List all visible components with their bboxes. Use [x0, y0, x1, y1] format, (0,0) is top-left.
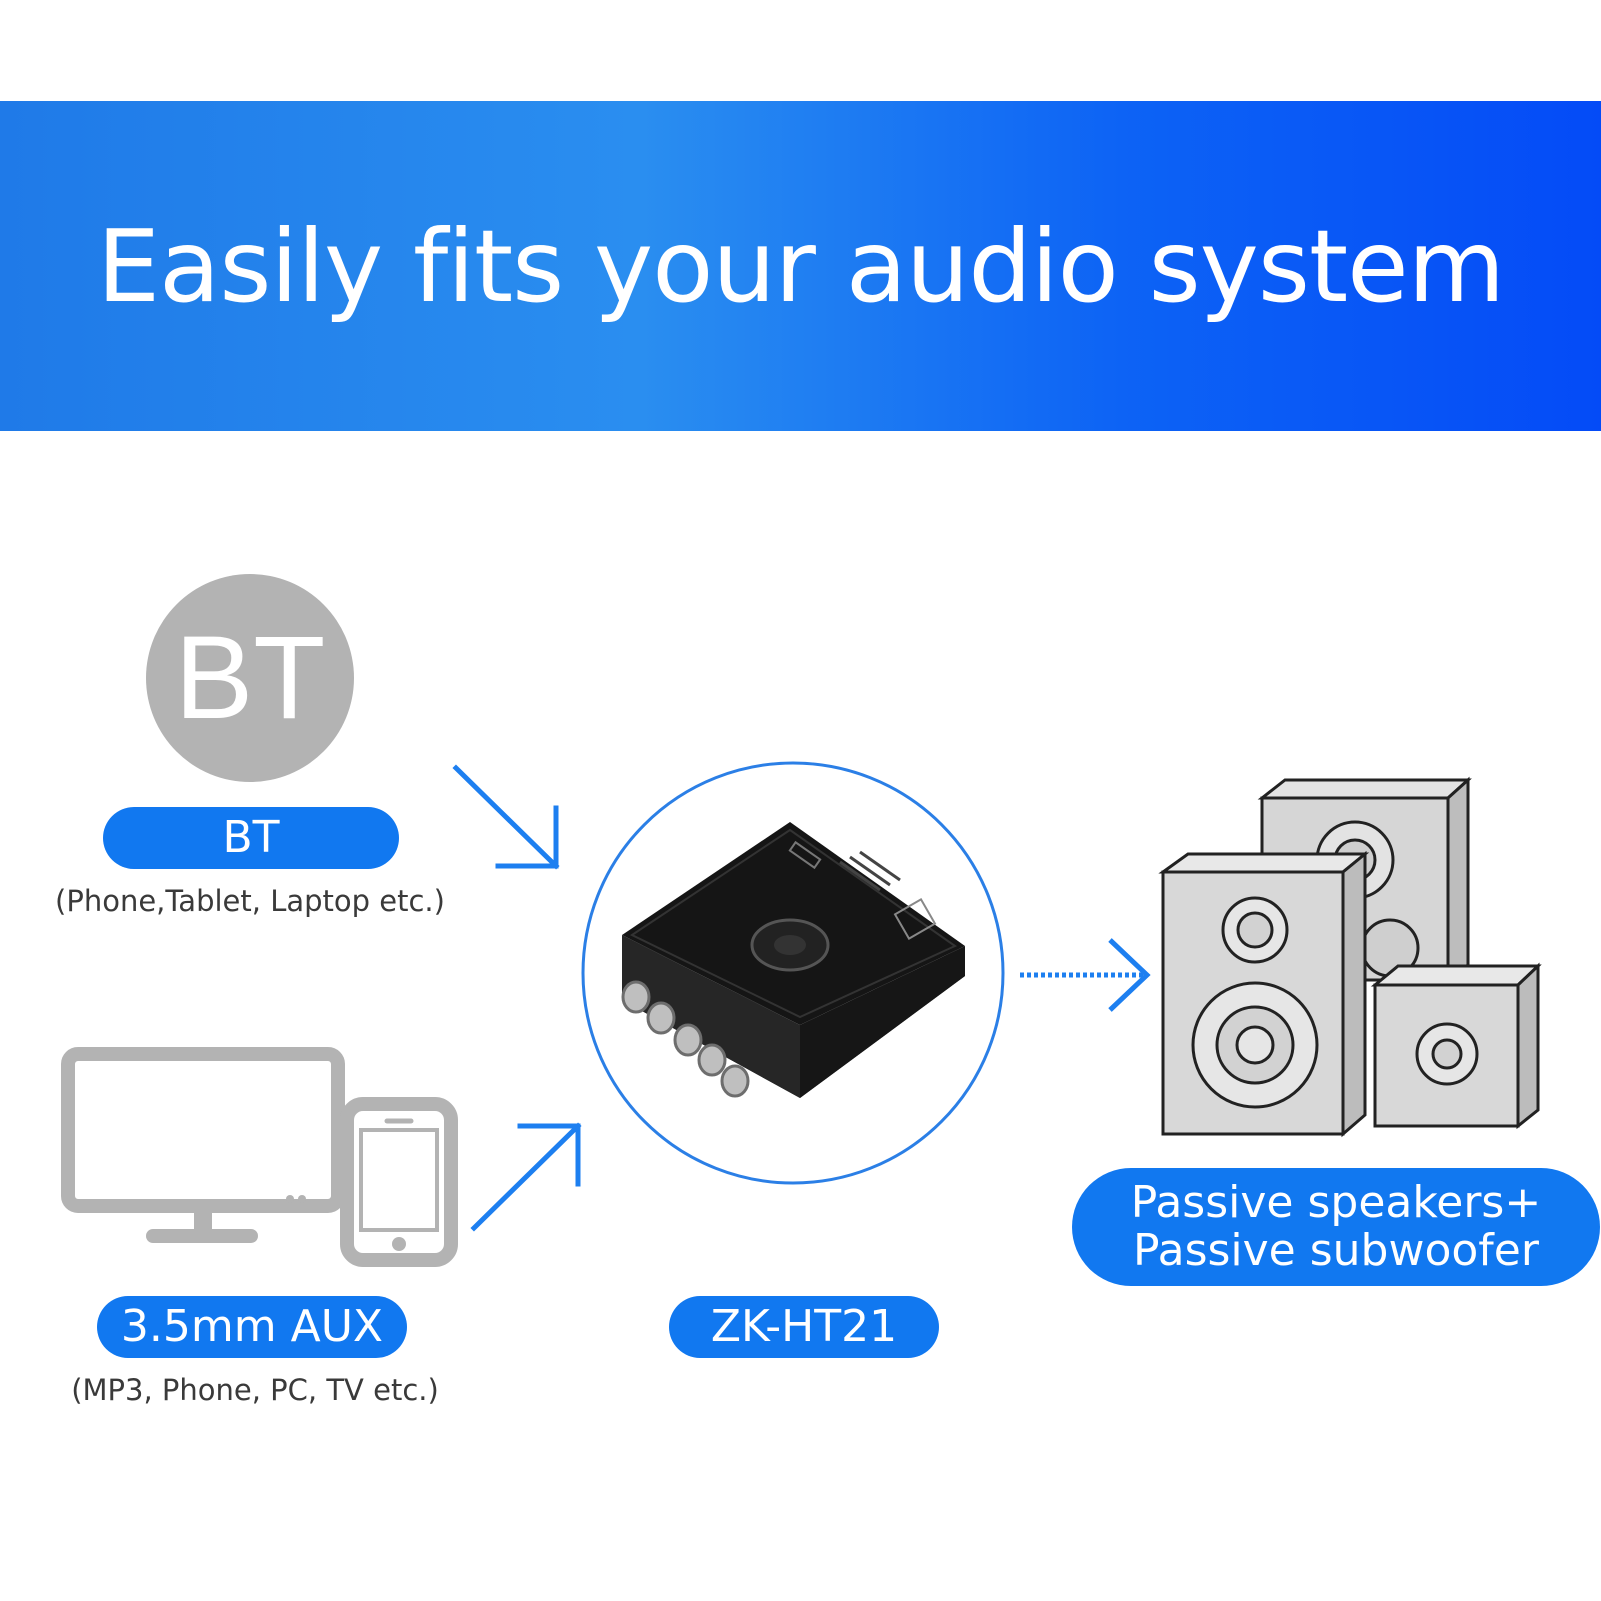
arrow-aux-to-amplifier	[470, 1122, 582, 1232]
arrow-amplifier-to-speakers	[1020, 938, 1151, 1012]
header-banner: Easily fits your audio system	[0, 101, 1601, 431]
banner-title: Easily fits your audio system	[96, 207, 1505, 325]
aux-source-description: (MP3, Phone, PC, TV etc.)	[71, 1373, 439, 1407]
arrow-bt-to-amplifier	[452, 764, 560, 870]
speakers-icon	[1158, 776, 1542, 1138]
device-model-label: ZK-HT21	[669, 1296, 939, 1358]
bt-source-label: BT	[103, 807, 399, 869]
output-label-line2: Passive subwoofer	[1133, 1225, 1539, 1276]
phone-icon	[340, 1097, 458, 1267]
output-label: Passive speakers+ Passive subwoofer	[1072, 1168, 1600, 1286]
bt-source-description: (Phone,Tablet, Laptop etc.)	[55, 884, 445, 918]
amplifier-board-image	[621, 822, 965, 1098]
bt-icon: BT	[146, 574, 354, 782]
aux-source-label: 3.5mm AUX	[97, 1296, 407, 1358]
monitor-icon	[61, 1047, 345, 1243]
output-label-line1: Passive speakers+	[1130, 1176, 1542, 1228]
